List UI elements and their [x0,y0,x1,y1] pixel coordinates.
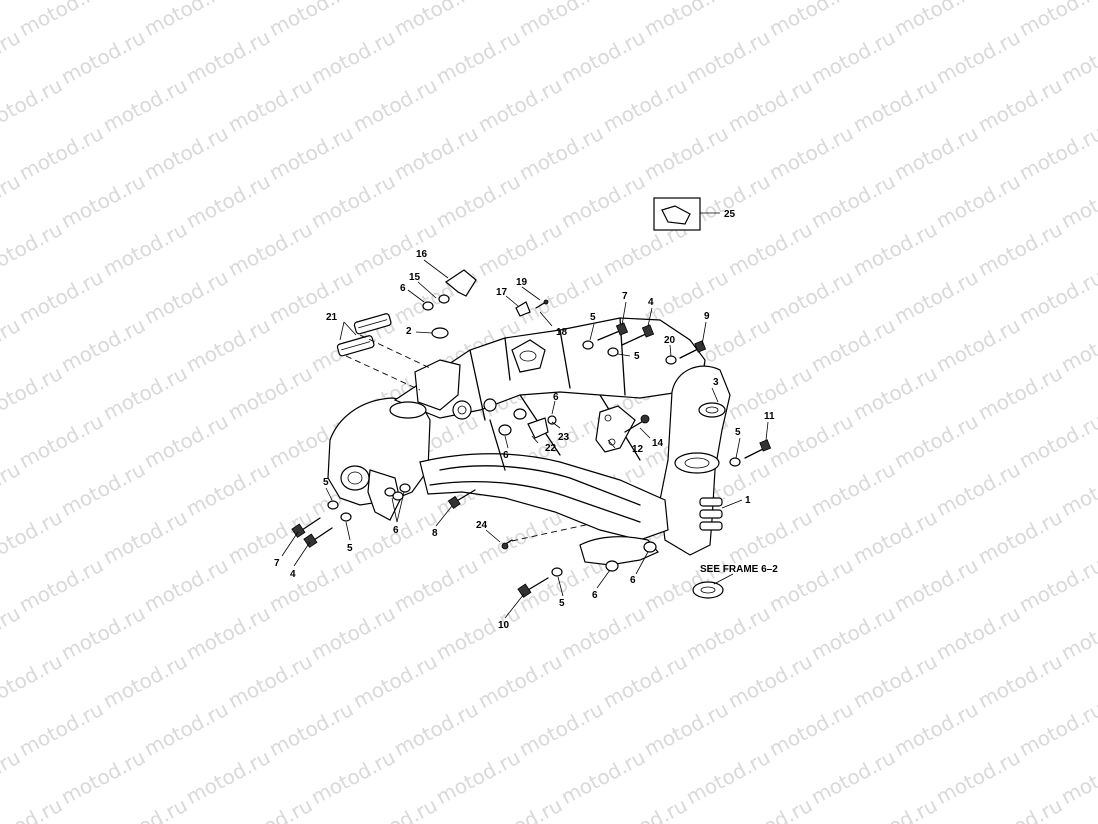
callout-5-mid: 5 [634,351,640,362]
callout-5-rear-top: 5 [323,477,329,488]
callout-7-rear: 7 [274,558,280,569]
callout-10: 10 [498,620,510,631]
callout-14: 14 [652,438,664,449]
callout-23: 23 [558,432,570,443]
callout-20: 20 [664,335,676,346]
callout-4-rear: 4 [290,569,296,580]
callout-5-bottom: 5 [559,598,565,609]
see-frame-note: SEE FRAME 6–2 [700,564,778,575]
callout-1: 1 [745,495,751,506]
callout-labels: 25 16 15 6 19 17 18 21 2 5 7 4 5 20 9 3 … [274,209,778,631]
callout-17: 17 [496,287,508,298]
callout-21: 21 [326,312,338,323]
fasteners [291,197,772,599]
callout-6-bottom-left: 6 [592,590,598,601]
callout-16: 16 [416,249,428,260]
callout-2: 2 [406,326,412,337]
callout-22: 22 [545,443,557,454]
callout-24: 24 [476,520,488,531]
callout-4-top: 4 [648,297,654,308]
callout-6-rear: 6 [393,525,399,536]
callout-5-right: 5 [735,427,741,438]
callout-3: 3 [713,377,719,388]
callout-6-bracket: 6 [553,392,559,403]
callout-6-center: 6 [503,450,509,461]
callout-8: 8 [432,528,438,539]
callout-5-top: 5 [590,312,596,323]
leader-lines [281,212,769,619]
frame-body [327,317,731,566]
callout-6-top: 6 [400,283,406,294]
callout-12: 12 [632,444,644,455]
callout-6-bottom-right: 6 [630,575,636,586]
callout-7-top: 7 [622,291,628,302]
callout-25: 25 [724,209,736,220]
callout-9: 9 [704,311,710,322]
callout-19: 19 [516,277,528,288]
callout-5-rear: 5 [347,543,353,554]
callout-15: 15 [409,272,421,283]
callout-11: 11 [764,411,775,422]
callout-18: 18 [556,327,568,338]
